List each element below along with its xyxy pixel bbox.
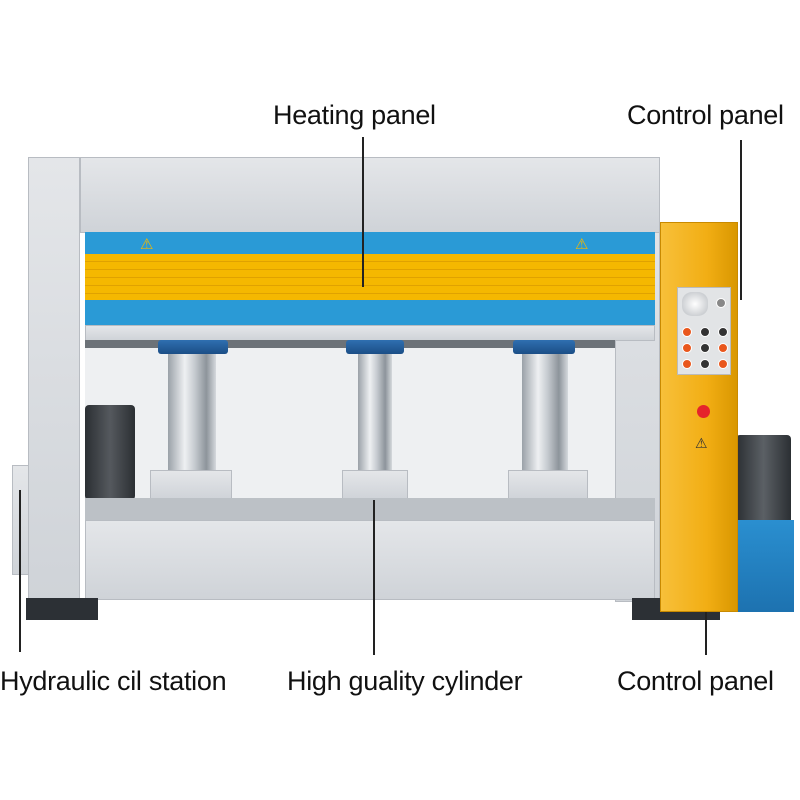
leader-line bbox=[362, 137, 364, 287]
cylinder bbox=[358, 354, 392, 472]
leader-line bbox=[373, 500, 375, 655]
cylinder bbox=[168, 354, 216, 472]
label-control-panel-bottom: Control panel bbox=[617, 666, 774, 696]
warning-icon: ⚠ bbox=[575, 236, 589, 253]
heating-plates bbox=[85, 254, 655, 300]
cylinder bbox=[522, 354, 568, 472]
control-button[interactable] bbox=[718, 327, 728, 337]
control-button[interactable] bbox=[700, 359, 710, 369]
foot bbox=[26, 598, 98, 620]
warning-icon: ⚠ bbox=[695, 435, 708, 451]
hydraulic-motor-left bbox=[85, 405, 135, 500]
label-hydraulic-station: Hydraulic cil station bbox=[0, 666, 227, 696]
control-faceplate bbox=[677, 287, 731, 375]
platen-bar bbox=[85, 325, 655, 341]
cylinder-base bbox=[508, 470, 588, 500]
top-beam bbox=[80, 157, 660, 233]
control-button[interactable] bbox=[682, 327, 692, 337]
control-button[interactable] bbox=[700, 327, 710, 337]
heating-panel: ⚠ ⚠ bbox=[85, 232, 655, 325]
label-cylinder: High guality cylinder bbox=[287, 666, 523, 696]
oil-tank bbox=[736, 520, 794, 612]
lower-table-top bbox=[85, 498, 655, 522]
gauge-icon bbox=[682, 292, 708, 316]
cylinder-cap bbox=[346, 340, 404, 354]
control-cabinet: ⚠ bbox=[660, 222, 738, 612]
warning-icon: ⚠ bbox=[140, 236, 154, 253]
label-heating-panel: Heating panel bbox=[273, 100, 436, 130]
cylinder-cap bbox=[158, 340, 228, 354]
cylinder-base bbox=[342, 470, 408, 500]
left-column bbox=[28, 157, 80, 602]
control-button[interactable] bbox=[682, 359, 692, 369]
leader-line bbox=[740, 140, 742, 300]
control-button[interactable] bbox=[718, 343, 728, 353]
control-button[interactable] bbox=[682, 343, 692, 353]
cylinder-cap bbox=[513, 340, 575, 354]
indicator-button[interactable] bbox=[716, 298, 726, 308]
control-button[interactable] bbox=[700, 343, 710, 353]
leader-line bbox=[19, 490, 21, 652]
lower-table bbox=[85, 520, 655, 600]
cylinder-base bbox=[150, 470, 232, 500]
label-control-panel-top: Control panel bbox=[627, 100, 784, 130]
control-button[interactable] bbox=[718, 359, 728, 369]
leader-line bbox=[705, 612, 707, 655]
emergency-stop-button[interactable] bbox=[697, 405, 710, 418]
